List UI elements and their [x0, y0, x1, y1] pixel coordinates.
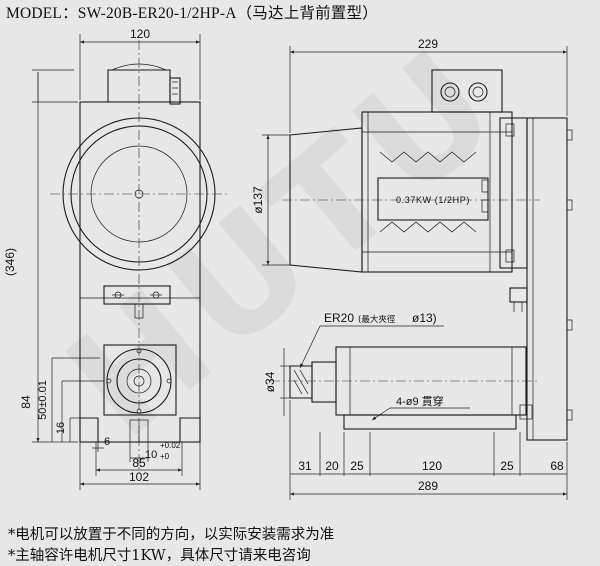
dim-10-tol-lower: +0 — [160, 452, 170, 461]
dim-seg-120: 120 — [422, 459, 442, 473]
dim-16: 16 — [55, 422, 67, 434]
side-view: 0.37KW (1/2HP) 229 ø137 ø34 — [251, 37, 573, 500]
dim-top-width: 120 — [130, 27, 150, 41]
dim-seg-68: 68 — [550, 459, 564, 473]
collet-label: ER20 — [324, 311, 354, 325]
dim-50: 50±0.01 — [37, 380, 49, 420]
dim-10: 10 — [145, 449, 157, 461]
watermark: HUTU — [36, 14, 534, 471]
dim-6: 6 — [104, 436, 110, 448]
note-motor-size: *主轴容许电机尺寸1KW，具体尺寸请来电咨询 — [8, 548, 311, 564]
collet-dia-label: ø13) — [412, 311, 437, 325]
model-title: MODEL：SW-20B-ER20-1/2HP-A（马达上背前置型） — [6, 5, 378, 22]
dim-seg-25a: 25 — [350, 459, 364, 473]
front-view: (346) 84 50±0.01 16 120 6 10 +0.02 +0 85… — [3, 27, 230, 490]
dim-102: 102 — [129, 470, 149, 484]
dim-overall-length: 289 — [418, 479, 438, 493]
holes-label: 4-ø9 貫穿 — [396, 394, 444, 408]
dim-85: 85 — [132, 456, 146, 470]
collet-sub-label: (最大夾徑 — [358, 314, 396, 325]
dim-seg-20: 20 — [325, 459, 339, 473]
dim-spindle-dia: ø34 — [263, 371, 277, 392]
dim-seg-25b: 25 — [500, 459, 514, 473]
note-motor-orientation: *电机可以放置于不同的方向，以实际安装需求为准 — [8, 527, 335, 543]
dim-overall-height: (346) — [3, 248, 17, 276]
dim-10-tol-upper: +0.02 — [160, 441, 181, 450]
dim-84: 84 — [19, 395, 33, 409]
dim-side-top-width: 229 — [418, 37, 438, 51]
dim-seg-31: 31 — [298, 459, 312, 473]
dim-motor-dia: ø137 — [251, 186, 265, 214]
